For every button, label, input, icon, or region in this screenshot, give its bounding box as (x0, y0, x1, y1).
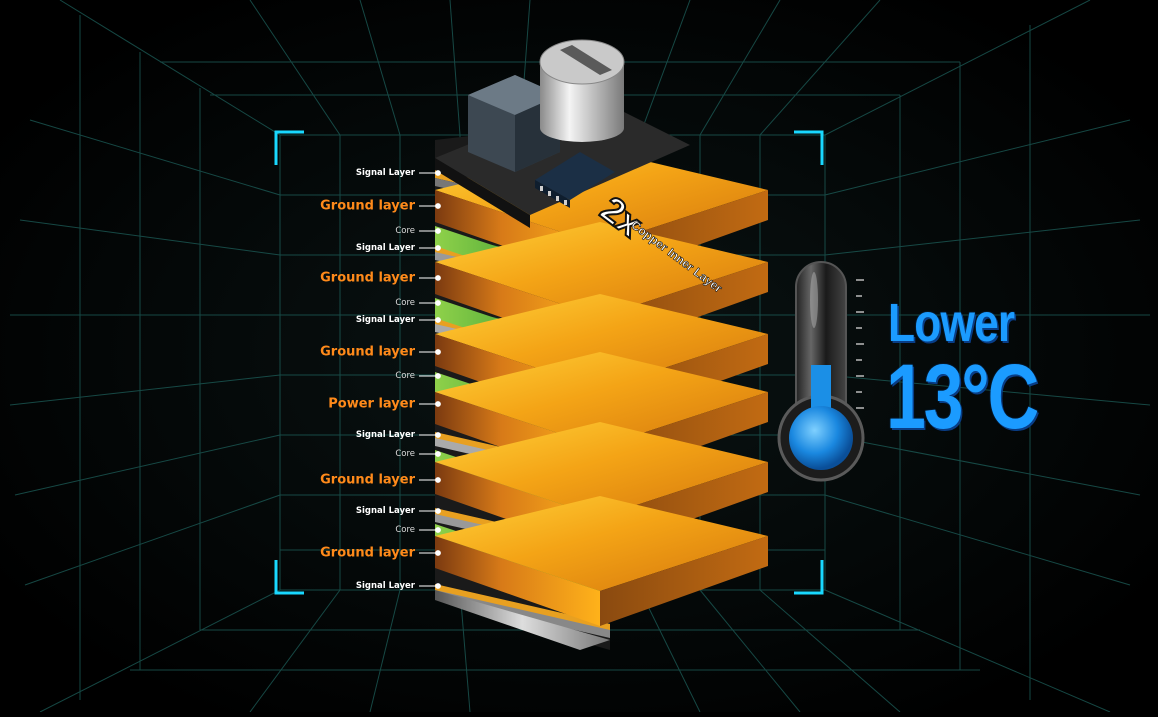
thermometer-icon (777, 261, 865, 482)
leader-dot (435, 317, 441, 323)
ground-layer-label: Ground layer (320, 198, 415, 214)
signal-layer-label: Signal Layer (355, 581, 415, 591)
leader-dot (435, 349, 441, 355)
leader-dot (435, 401, 441, 407)
leader-dot (435, 373, 441, 379)
signal-layer-label: Signal Layer (355, 168, 415, 178)
copper-plate-top (435, 222, 768, 317)
leader-dot (435, 300, 441, 306)
signal-layer-label: Signal Layer (355, 506, 415, 516)
copper-plate-front (435, 536, 600, 626)
copper-plate-side (600, 536, 768, 626)
signal-layer-label: Signal Layer (355, 315, 415, 325)
leader-dot (435, 527, 441, 533)
focus-brackets (274, 130, 824, 595)
temperature-value: 13°C (886, 346, 1039, 448)
leader-dot (435, 245, 441, 251)
leader-dot (435, 550, 441, 556)
copper-plate-top (435, 422, 768, 517)
copper-plate-top (435, 352, 768, 447)
core-label: Core (395, 525, 415, 535)
core-label: Core (395, 449, 415, 459)
ground-layer-label: Ground layer (320, 344, 415, 360)
pcb-stack (435, 95, 768, 650)
leader-dot (435, 275, 441, 281)
core-label: Core (395, 226, 415, 236)
leader-dot (435, 203, 441, 209)
ground-layer-label: Ground layer (320, 545, 415, 561)
signal-layer-label: Signal Layer (355, 243, 415, 253)
top-board-edge (435, 158, 530, 228)
pcb-thin-layer (435, 590, 610, 638)
copper-plate-top (435, 496, 768, 591)
leader-dot (435, 583, 441, 589)
temperature-headline: Lower (888, 293, 1015, 353)
core-label: Core (395, 371, 415, 381)
label-leaders (419, 170, 441, 589)
ground-layer-label: Ground layer (320, 270, 415, 286)
top-board (435, 95, 690, 215)
leader-dot (435, 228, 441, 234)
leader-dot (435, 451, 441, 457)
ground-layer-label: Ground layer (320, 472, 415, 488)
core-label: Core (395, 298, 415, 308)
copper-plate-top (435, 294, 768, 389)
leader-dot (435, 432, 441, 438)
leader-dot (435, 508, 441, 514)
components (468, 39, 625, 208)
bottom-plate (435, 590, 610, 650)
leader-dot (435, 477, 441, 483)
signal-layer-label: Signal Layer (355, 430, 415, 440)
power-layer-label: Power layer (328, 396, 415, 412)
leader-dot (435, 170, 441, 176)
